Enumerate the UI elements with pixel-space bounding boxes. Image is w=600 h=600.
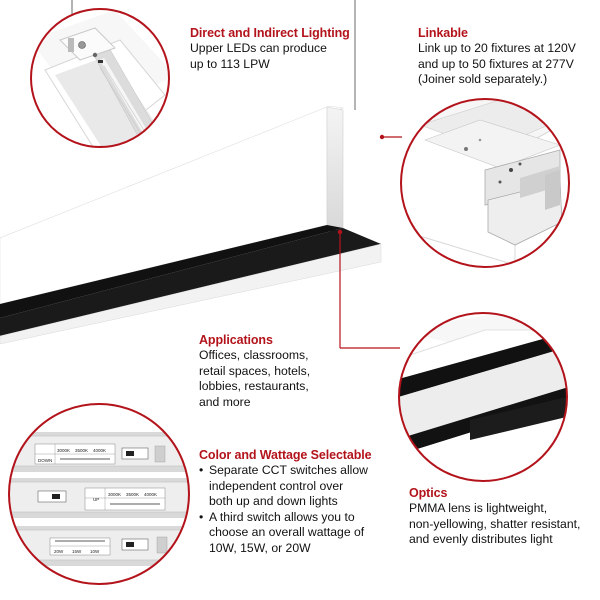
applications-title: Applications (199, 333, 273, 347)
switch-label-watt-3: 10W (90, 549, 100, 554)
color-wattage-bullet: A third switch allows you to choose an o… (199, 510, 374, 557)
direct-indirect-detail-circle (30, 8, 170, 148)
applications-line-2: retail spaces, hotels, (199, 363, 311, 378)
color-wattage-bullets: Separate CCT switches allow independent … (199, 463, 374, 556)
optics-line-2: non-yellowing, shatter resistant, (409, 516, 581, 531)
switch-label-cct-3-up: 4000K (144, 492, 157, 497)
switch-label-watt-2: 15W (72, 549, 82, 554)
linear-fixture (0, 105, 382, 345)
bullet-1-line-1: Separate CCT switches allow (209, 463, 368, 477)
bullet-2-line-3: 10W, 15W, or 20W (209, 540, 311, 555)
switch-label-up: UP (93, 497, 99, 502)
direct-indirect-callout: Direct and Indirect Lighting Upper LEDs … (190, 26, 390, 72)
switch-label-watt-1: 20W (54, 549, 64, 554)
linkable-line-1: Link up to 20 fixtures at 120V (418, 41, 576, 55)
switch-label-cct-1-up: 3000K (108, 492, 121, 497)
linkable-detail-circle (400, 98, 570, 268)
switch-label-cct-2: 3500K (75, 448, 88, 453)
color-wattage-bullet: Separate CCT switches allow independent … (199, 463, 374, 510)
callout-lines (337, 134, 402, 349)
direct-indirect-title: Direct and Indirect Lighting (190, 26, 350, 40)
color-wattage-callout: Color and Wattage Selectable Separate CC… (199, 448, 374, 556)
applications-line-1: Offices, classrooms, (199, 348, 309, 362)
optics-detail-circle (398, 312, 568, 482)
direct-indirect-line-1: Upper LEDs can produce (190, 41, 327, 55)
bullet-2-line-2: choose an overall wattage of (209, 525, 365, 539)
optics-line-1: PMMA lens is lightweight, (409, 501, 548, 515)
bullet-2-line-1: A third switch allows you to (209, 509, 355, 524)
applications-callout: Applications Offices, classrooms, retail… (199, 333, 339, 410)
optics-callout: Optics PMMA lens is lightweight, non-yel… (409, 486, 597, 548)
direct-indirect-line-2: up to 113 LPW (190, 56, 270, 71)
switch-label-cct-2-up: 3500K (126, 492, 139, 497)
linkable-line-3: (Joiner sold separately.) (418, 72, 548, 86)
linkable-line-2: and up to 50 fixtures at 277V (418, 56, 574, 71)
bullet-1-line-2: independent control over (209, 478, 344, 493)
linkable-title: Linkable (418, 26, 468, 40)
applications-line-3: lobbies, restaurants, (199, 379, 309, 393)
linkable-callout: Linkable Link up to 20 fixtures at 120V … (418, 26, 598, 88)
bullet-1-line-3: both up and down lights (209, 494, 338, 508)
optics-title: Optics (409, 486, 448, 500)
switch-label-cct-1: 3000K (57, 448, 70, 453)
color-wattage-title: Color and Wattage Selectable (199, 448, 372, 462)
switch-label-down: DOWN (38, 458, 52, 463)
switch-detail-circle: DOWN 3000K 3500K 4000K UP 3000K 3500K 40… (8, 403, 190, 585)
applications-line-4: and more (199, 394, 251, 409)
optics-line-3: and evenly distributes light (409, 532, 553, 546)
switch-label-cct-3: 4000K (93, 448, 106, 453)
